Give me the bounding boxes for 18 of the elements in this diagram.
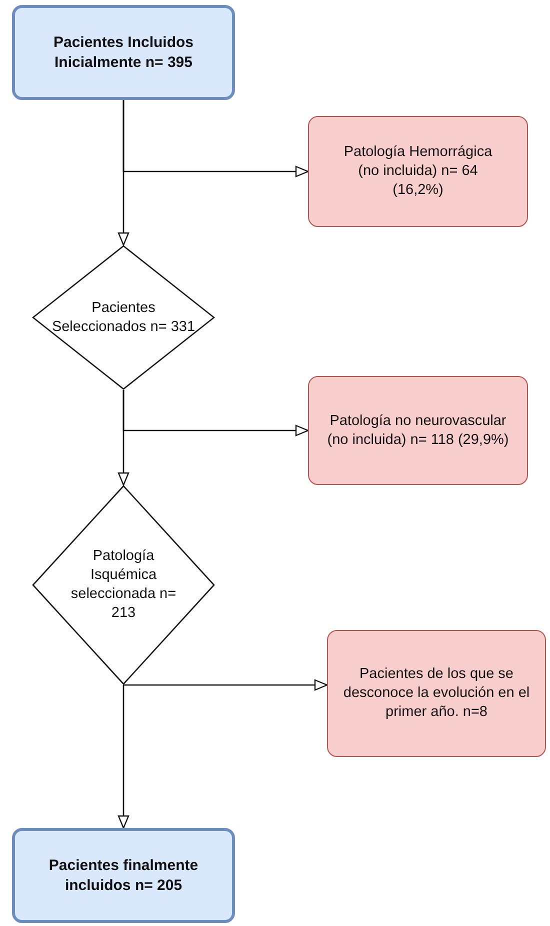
box-label: Patología Isquémica seleccionada n= 213 <box>70 547 178 623</box>
arrow <box>118 100 130 246</box>
excluded-box <box>308 376 528 485</box>
box-label: Patología no neurovascular (no incluida) n= 118 (29,9%) <box>326 412 510 450</box>
box-label: Patología Hemorrágica (no incluida) n= 64 (16,2%) <box>342 143 494 200</box>
box-label: Pacientes Seleccionados n= 331 <box>50 298 196 336</box>
box-label: Pacientes finalmente incluidos n= 205 <box>48 856 200 895</box>
excluded-box <box>327 630 546 757</box>
arrow <box>124 679 328 691</box>
decision-diamond <box>32 245 215 390</box>
excluded-box <box>308 116 528 227</box>
box-label: Pacientes de los que se desconoce la evolución en el primer año. n=8 <box>342 665 531 722</box>
process-box <box>12 828 235 923</box>
process-box <box>12 5 235 100</box>
box-label: Pacientes Incluidos Inicialmente n= 395 <box>52 33 195 72</box>
arrow <box>118 390 130 486</box>
decision-diamond <box>32 485 215 685</box>
arrow <box>118 685 130 829</box>
